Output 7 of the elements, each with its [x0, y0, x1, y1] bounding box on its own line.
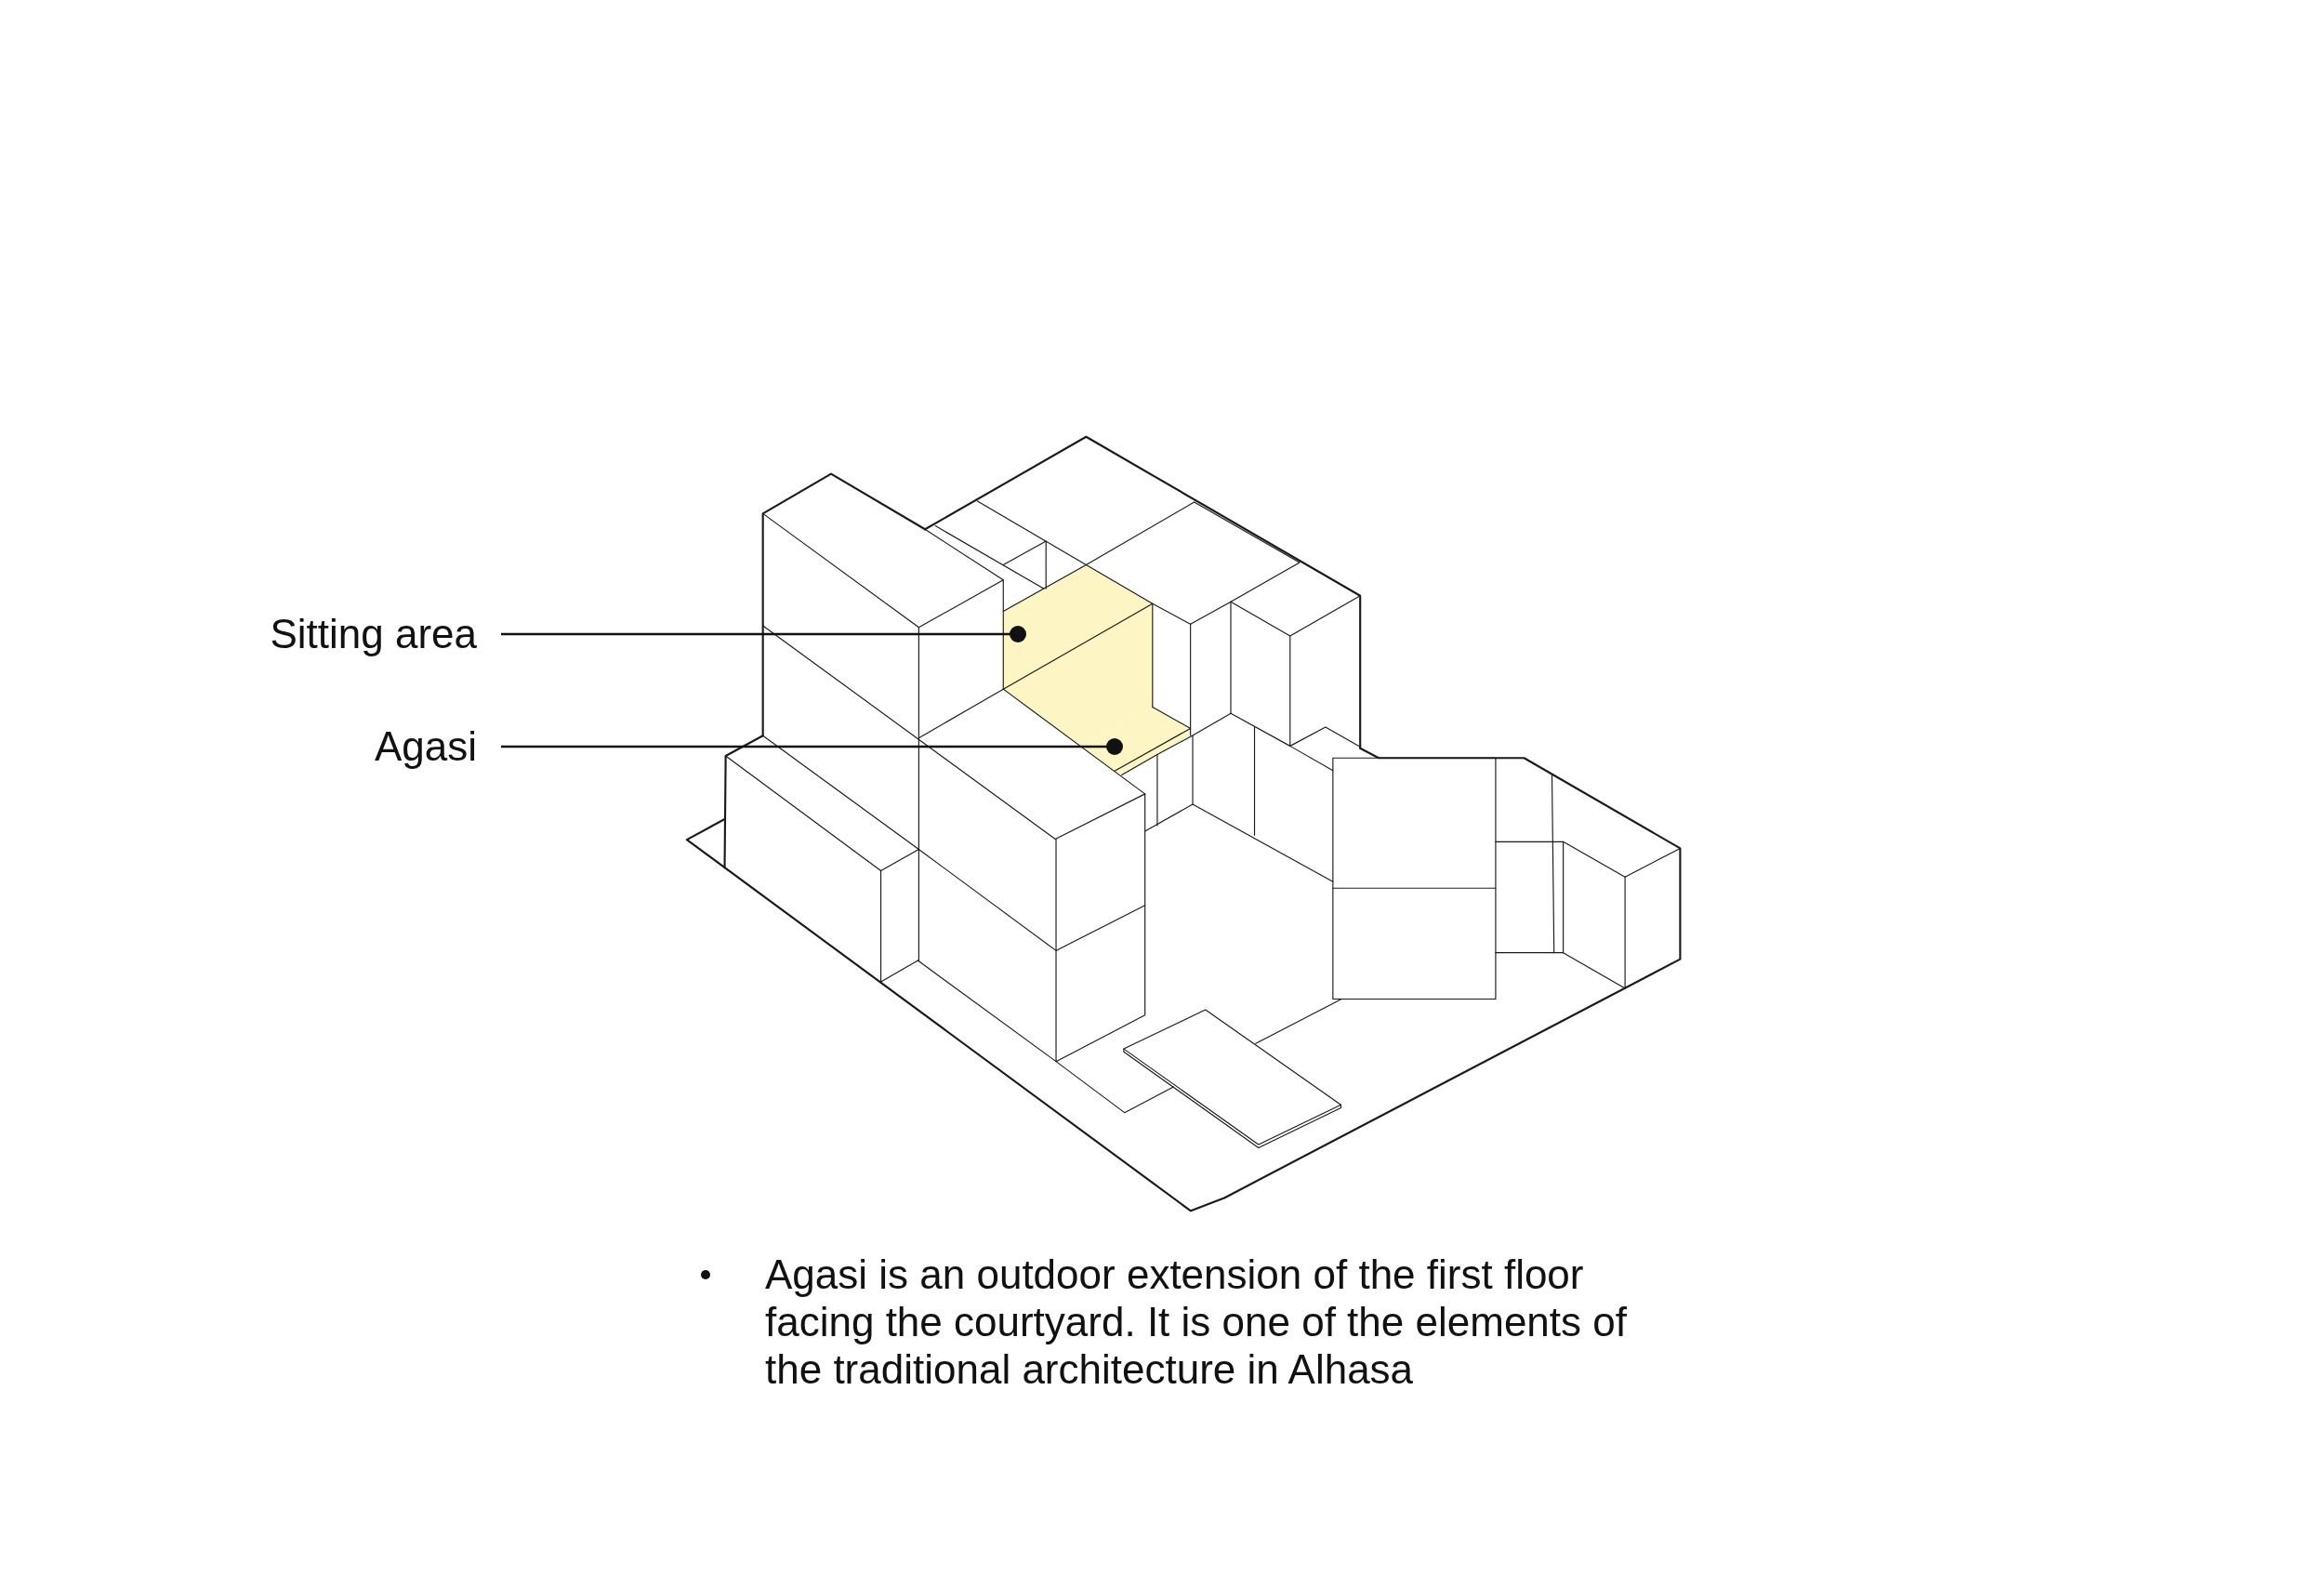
leader-line: [501, 626, 1026, 642]
callout-label: Agasi: [374, 722, 477, 771]
callout-label: Sitting area: [270, 610, 477, 658]
highlighted-area: [1003, 564, 1154, 747]
note-text: Agasi is an outdoor extension of the first floor facing the courtyard. It is one of the elements of the traditional architecture in Alhasa: [765, 1251, 1628, 1393]
leader-line: [501, 738, 1123, 755]
highlighted-area: [1081, 707, 1192, 775]
